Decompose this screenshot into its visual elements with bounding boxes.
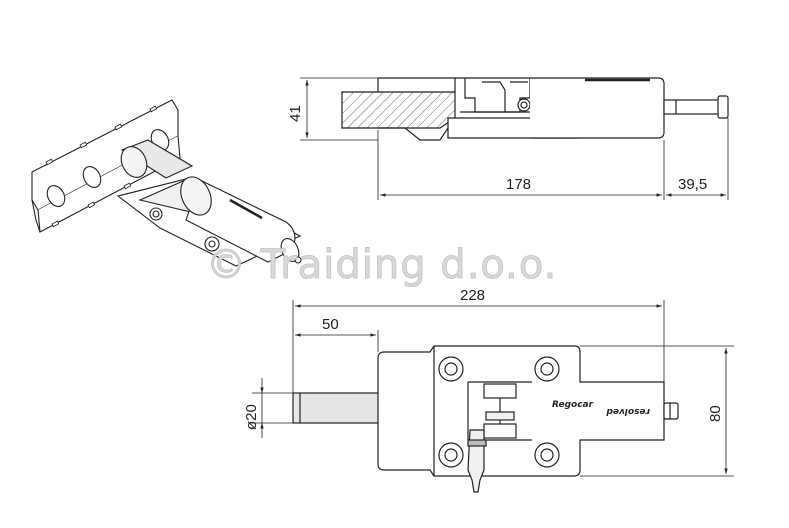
dim-pin-50: 50 <box>322 316 339 333</box>
dim-overall-228: 228 <box>460 287 485 304</box>
dim-height-41: 41 <box>287 105 304 122</box>
dim-height-80: 80 <box>707 405 724 422</box>
top-view <box>292 345 679 493</box>
dim-pin-39-5: 39,5 <box>678 176 707 193</box>
watermark: © Traiding d.o.o. <box>206 242 557 288</box>
isometric-view <box>31 99 302 267</box>
brand-line-2: resolved <box>606 406 650 416</box>
top-view-dimensions <box>252 300 734 477</box>
dim-length-178: 178 <box>506 176 531 193</box>
side-view <box>341 77 729 141</box>
brand-line-1: Regocar <box>552 400 594 410</box>
dim-diameter-20: ø20 <box>243 404 260 430</box>
side-view-dimensions <box>300 77 729 200</box>
